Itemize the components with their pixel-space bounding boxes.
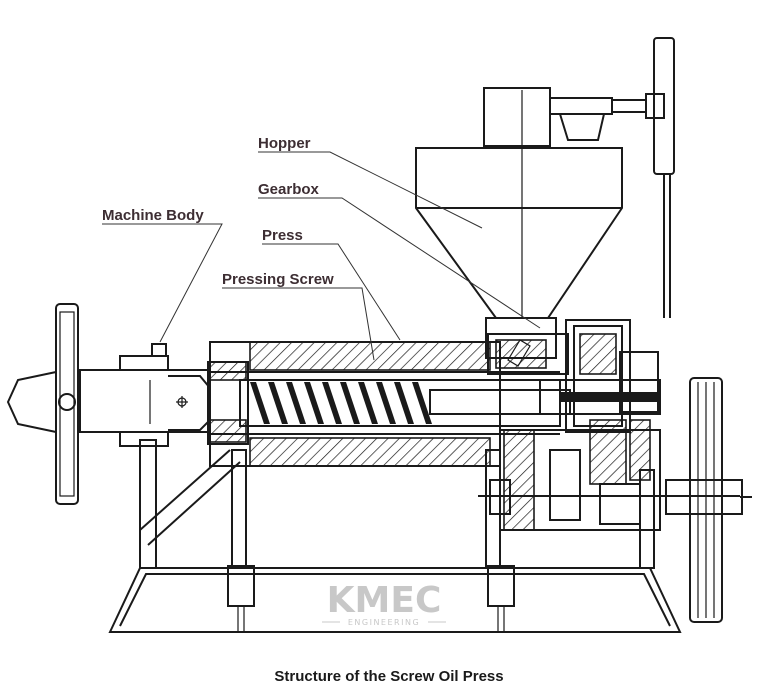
watermark-sub: ENGINEERING xyxy=(348,618,420,627)
label-pressing-screw: Pressing Screw xyxy=(222,271,334,288)
machine-base xyxy=(108,439,682,633)
hopper-leader xyxy=(258,151,483,229)
gearbox-leader xyxy=(258,197,541,329)
screw-flight xyxy=(250,382,270,424)
screw-flight xyxy=(304,382,324,424)
feeder-drive xyxy=(483,37,675,318)
screw-flight xyxy=(322,382,342,424)
pressing-screw xyxy=(239,379,571,427)
label-hopper: Hopper xyxy=(258,135,311,152)
screw-flight xyxy=(268,382,288,424)
hopper xyxy=(415,90,623,367)
machine-body-leader xyxy=(102,223,223,343)
diagram-caption: Structure of the Screw Oil Press xyxy=(274,668,503,685)
gearbox xyxy=(478,319,740,531)
machine-body xyxy=(79,343,211,447)
screw-flight xyxy=(394,382,414,424)
watermark-logo: KMEC ENGINEERING xyxy=(322,580,446,627)
pressing-screw-leader xyxy=(222,287,375,361)
leader-lines xyxy=(102,151,541,361)
screw-flight xyxy=(376,382,396,424)
screw-flight xyxy=(286,382,306,424)
label-machine-body: Machine Body xyxy=(102,207,204,224)
screw-flight xyxy=(358,382,378,424)
left-handwheel xyxy=(6,303,79,505)
screw-flight xyxy=(340,382,360,424)
label-press: Press xyxy=(262,227,303,244)
label-gearbox: Gearbox xyxy=(258,181,320,198)
press-leader xyxy=(262,243,401,341)
screw-flight xyxy=(412,382,432,424)
watermark-brand: KMEC xyxy=(327,580,442,621)
press-barrel xyxy=(207,341,560,467)
pulley xyxy=(665,377,752,623)
